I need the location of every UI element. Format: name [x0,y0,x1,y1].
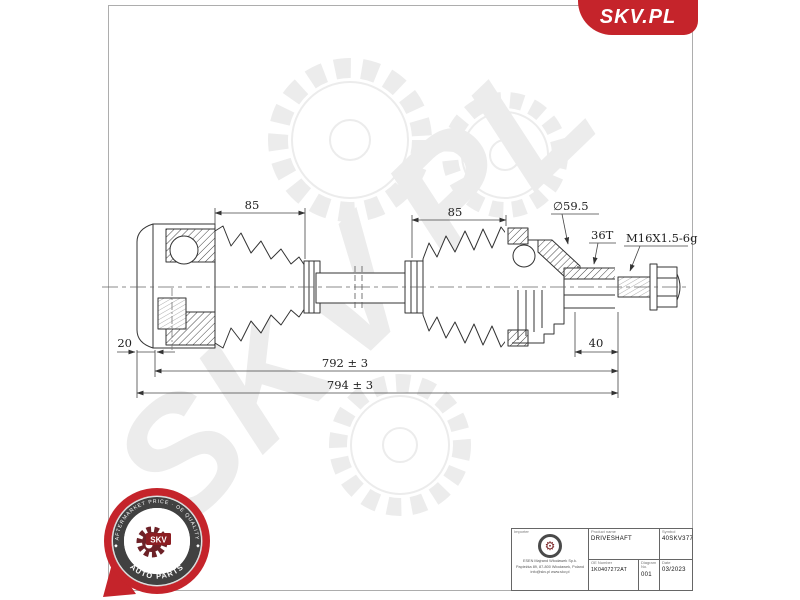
title-block-product-cell: Product name DRIVESHAFT [589,529,660,560]
dim-20: 20 [117,336,175,398]
title-block-symbol-cell: Symbol 40SKV377 [660,529,692,560]
svg-text:M16X1.5-6g: M16X1.5-6g [626,231,698,245]
brand-logo-plate: SKV.PL [578,0,698,35]
inner-cv-joint [136,223,216,350]
sheet-frame [108,5,693,591]
brand-logo-text: SKV.PL [599,6,677,28]
dim-792: 792 ± 3 [154,356,619,374]
dim-85-left: 85 [214,198,306,259]
badge-tail [103,560,136,597]
oe-number-value: 1K0407272AT [591,567,628,574]
title-block-oe-cell: OE Number 1K0407272AT [589,560,639,590]
diagram-no-label: Diagram No. [641,560,657,570]
date-value: 03/2023 [662,567,686,574]
svg-text:36T: 36T [591,228,614,242]
dim-794: 794 ± 3 [136,378,619,396]
badge-skv-plate [146,533,171,545]
oe-number-label: OE Number [591,560,613,565]
watermark-gear-1 [268,58,432,222]
title-block-date-cell: Date 03/2023 [660,560,692,590]
symbol-value: 40SKV377 [662,536,692,543]
badge-center-label: SKV [150,536,167,545]
title-block: Importer ⚙ ESEN Majrand Włocławek Sp.k. … [511,528,693,591]
driveshaft-drawing [102,223,688,350]
svg-text:85: 85 [245,198,260,212]
watermark-gear-2 [442,92,568,218]
gear-icon: ⚙ [544,539,556,554]
svg-text:20: 20 [117,336,132,350]
svg-text:792 ± 3: 792 ± 3 [322,356,368,370]
importer-label: Importer [514,529,529,534]
dimensions: 85 85 ∅59.5 36T M16X1.5-6g [117,198,698,398]
dim-spline-36t: 36T [589,228,616,265]
symbol-label: Symbol [662,529,676,534]
importer-address-line-1: ESEN Majrand Włocławek Sp.k. [522,559,578,564]
dim-85-right: 85 [411,205,507,258]
badge-separator-right: ◆ [196,543,200,548]
svg-text:85: 85 [448,205,463,219]
product-name-value: DRIVESHAFT [591,536,633,543]
svg-text:40: 40 [589,336,604,350]
diagram-no-value: 001 [641,571,652,578]
svg-text:∅59.5: ∅59.5 [553,199,589,213]
badge-ring [113,497,201,585]
dim-diameter-59-5: ∅59.5 [551,199,599,245]
title-block-diagram-cell: Diagram No. 001 [639,560,660,590]
dim-thread-m16: M16X1.5-6g [624,231,698,272]
dim-40: 40 [574,312,619,398]
importer-address-line-3: info@skv.pl www.skv.pl [530,569,570,574]
outer-cv-joint [505,227,622,348]
svg-text:794 ± 3: 794 ± 3 [327,378,373,392]
brand-badge: AFTERMARKET PRICE · OE QUALITY AUTO PART… [103,488,210,597]
product-name-label: Product name [591,529,616,534]
badge-separator-left: ◆ [114,543,118,548]
title-block-importer-cell: Importer ⚙ ESEN Majrand Włocławek Sp.k. … [512,529,589,590]
importer-address-line-2: Papieżka 89, 87-800 Włocławek, Poland [516,564,584,569]
importer-logo-badge: ⚙ [538,534,562,559]
watermark-gear-3 [329,374,471,516]
spline-section [563,267,619,280]
date-label: Date [662,560,671,565]
